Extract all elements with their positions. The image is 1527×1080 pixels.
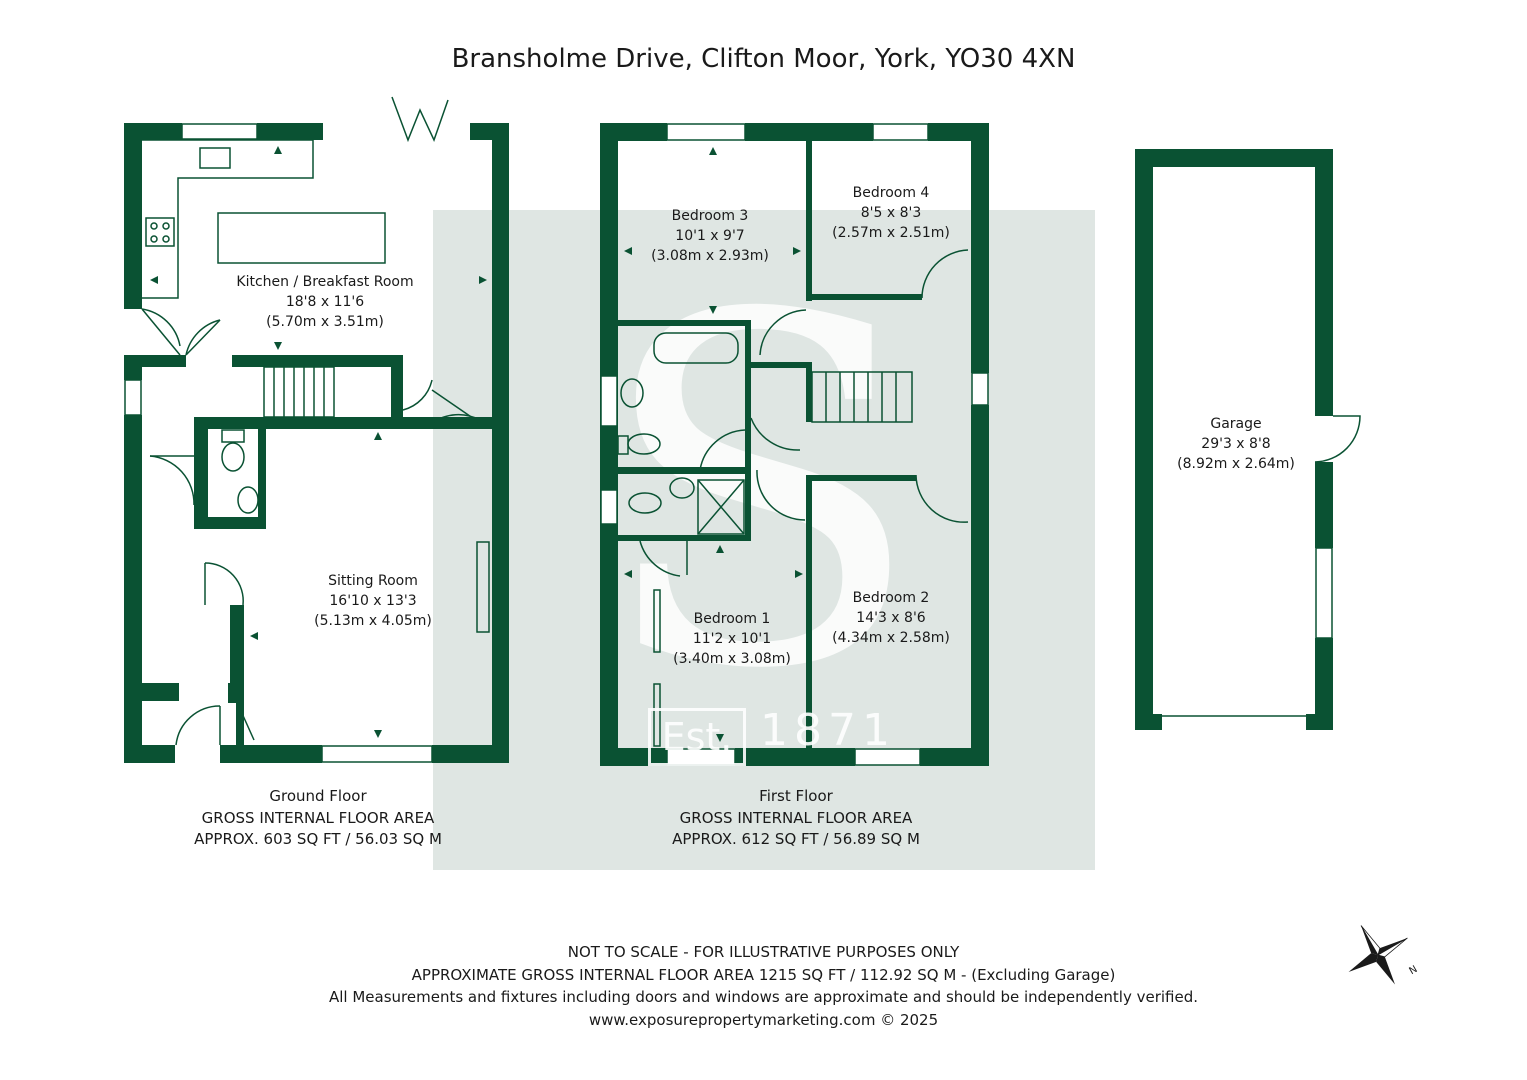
room-bedroom4: Bedroom 4 8'5 x 8'3 (2.57m x 2.51m)	[832, 183, 950, 243]
room-bedroom3: Bedroom 3 10'1 x 9'7 (3.08m x 2.93m)	[651, 206, 769, 266]
room-imperial: 11'2 x 10'1	[692, 631, 772, 647]
room-imperial: 10'1 x 9'7	[675, 228, 745, 244]
compass-label: N	[1408, 964, 1420, 977]
room-garage: Garage 29'3 x 8'8 (8.92m x 2.64m)	[1177, 414, 1295, 474]
footer-measurements-note: All Measurements and fixtures including …	[328, 988, 1198, 1006]
room-metric: (3.40m x 3.08m)	[673, 651, 791, 667]
footer-disclaimer: NOT TO SCALE - FOR ILLUSTRATIVE PURPOSES…	[567, 943, 960, 961]
ground-floor-fixtures	[124, 96, 490, 763]
room-name: Sitting Room	[328, 573, 418, 589]
floor-name: Ground Floor	[269, 787, 367, 805]
room-bedroom2: Bedroom 2 14'3 x 8'6 (4.34m x 2.58m)	[832, 588, 950, 648]
footer-notes: NOT TO SCALE - FOR ILLUSTRATIVE PURPOSES…	[0, 941, 1527, 1031]
room-name: Bedroom 4	[852, 185, 930, 201]
room-imperial: 14'3 x 8'6	[856, 610, 926, 626]
watermark-est: Est.	[648, 708, 746, 766]
floor-area-value: APPROX. 612 SQ FT / 56.89 SQ M	[672, 830, 920, 848]
compass-star-icon	[1348, 925, 1408, 985]
room-kitchen: Kitchen / Breakfast Room 18'8 x 11'6 (5.…	[236, 272, 413, 332]
room-name: Bedroom 3	[671, 208, 749, 224]
room-metric: (3.08m x 2.93m)	[651, 248, 769, 264]
room-name: Kitchen / Breakfast Room	[236, 274, 414, 290]
room-metric: (5.70m x 3.51m)	[266, 314, 384, 330]
ground-floor-walls	[124, 123, 509, 763]
first-floor-walls	[600, 123, 989, 766]
watermark-s-logo: S	[596, 215, 925, 774]
garage-fixtures	[1162, 415, 1361, 717]
room-metric: (8.92m x 2.64m)	[1177, 456, 1295, 472]
room-bedroom1: Bedroom 1 11'2 x 10'1 (3.40m x 3.08m)	[673, 609, 791, 669]
room-metric: (5.13m x 4.05m)	[314, 613, 432, 629]
room-imperial: 18'8 x 11'6	[285, 294, 365, 310]
room-name: Garage	[1210, 416, 1262, 432]
ground-floor-label: Ground Floor GROSS INTERNAL FLOOR AREA A…	[194, 786, 442, 851]
room-name: Bedroom 1	[693, 611, 771, 627]
plan-title: Bransholme Drive, Clifton Moor, York, YO…	[451, 44, 1076, 74]
watermark-year: 1871	[760, 705, 896, 756]
room-metric: (2.57m x 2.51m)	[832, 225, 950, 241]
dimension-markers	[150, 146, 803, 742]
floor-area-title: GROSS INTERNAL FLOOR AREA	[679, 808, 913, 827]
room-imperial: 16'10 x 13'3	[329, 593, 417, 609]
floor-area-title: GROSS INTERNAL FLOOR AREA	[201, 808, 435, 827]
first-floor-fixtures	[600, 123, 989, 766]
garage-walls	[1135, 149, 1333, 730]
footer-total-area: APPROXIMATE GROSS INTERNAL FLOOR AREA 12…	[411, 965, 1116, 984]
first-floor-label: First Floor GROSS INTERNAL FLOOR AREA AP…	[672, 786, 920, 851]
room-name: Bedroom 2	[852, 590, 930, 606]
room-imperial: 8'5 x 8'3	[860, 205, 922, 221]
room-imperial: 29'3 x 8'8	[1201, 436, 1271, 452]
floor-name: First Floor	[759, 787, 833, 805]
room-sitting: Sitting Room 16'10 x 13'3 (5.13m x 4.05m…	[314, 571, 432, 631]
footer-website: www.exposurepropertymarketing.com © 2025	[588, 1010, 939, 1029]
floor-area-value: APPROX. 603 SQ FT / 56.03 SQ M	[194, 830, 442, 848]
room-metric: (4.34m x 2.58m)	[832, 630, 950, 646]
